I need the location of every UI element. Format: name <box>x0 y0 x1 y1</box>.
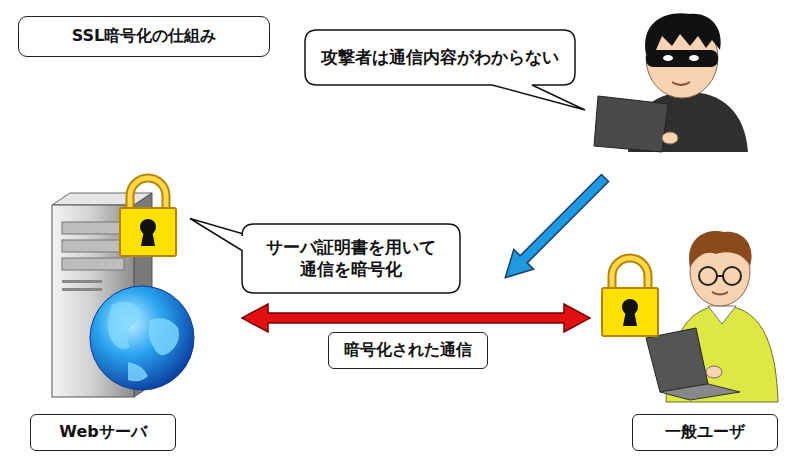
user-illustration <box>689 231 751 268</box>
server-illustration <box>62 280 102 283</box>
globe-icon <box>108 301 140 349</box>
attacker-illustration <box>689 55 699 61</box>
attacker-illustration <box>594 96 668 152</box>
speech-bubble: サーバ証明書を用いて 通信を暗号化 <box>242 224 460 293</box>
attacker-illustration <box>663 55 673 61</box>
node-text: 暗号化された通信 <box>344 340 472 361</box>
speech-bubble: 攻撃者は通信内容がわからない <box>305 30 575 85</box>
server-illustration <box>62 222 124 234</box>
node-text: 攻撃者は通信内容がわからない <box>321 46 559 68</box>
attacker-illustration <box>662 132 678 144</box>
attack-arrow <box>495 168 615 288</box>
globe-icon <box>149 318 179 355</box>
node-text: 一般ユーザ <box>665 422 745 443</box>
server-illustration <box>62 288 102 291</box>
user-illustration <box>699 267 717 285</box>
attacker-illustration <box>645 13 721 54</box>
lock-icon <box>120 178 176 256</box>
globe-icon <box>90 286 194 390</box>
server-illustration <box>62 258 124 270</box>
user-illustration <box>717 275 723 277</box>
lock-icon <box>602 258 658 336</box>
user-illustration <box>706 366 722 378</box>
attack-arrow <box>495 168 615 288</box>
server-illustration <box>62 240 124 252</box>
attacker-illustration <box>646 50 718 67</box>
title-box: SSL暗号化の仕組み <box>18 16 270 57</box>
user-illustration <box>712 292 728 295</box>
user-illustration <box>708 306 736 324</box>
user-illustration <box>660 384 740 400</box>
node-text: サーバ証明書を用いて 通信を暗号化 <box>252 236 450 280</box>
encrypted-flow-arrow <box>242 304 590 332</box>
bubble-outline <box>242 224 460 293</box>
bubble-outline <box>190 218 460 293</box>
label-box: Webサーバ <box>30 414 176 451</box>
label-box: 一般ユーザ <box>632 414 778 451</box>
bubble-outline <box>305 30 585 110</box>
user-illustration <box>646 231 778 402</box>
globe-icon <box>90 286 194 390</box>
title-text: SSL暗号化の仕組み <box>72 26 217 47</box>
node-text: Webサーバ <box>59 422 146 443</box>
user-illustration <box>646 328 708 392</box>
attacker-illustration <box>594 13 748 152</box>
label-box: 暗号化された通信 <box>328 332 488 369</box>
attacker-illustration <box>672 82 690 85</box>
user-illustration <box>723 267 741 285</box>
globe-icon <box>128 362 148 381</box>
